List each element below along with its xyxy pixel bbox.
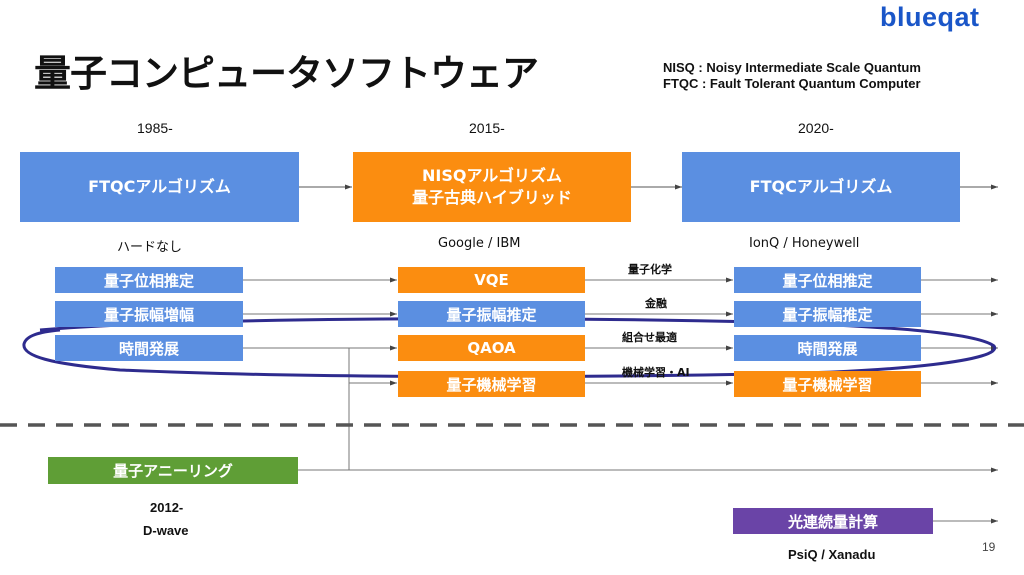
col1-item-amplitude-amplification: 量子振幅増幅 — [55, 301, 243, 327]
app-label-finance: 金融 — [645, 297, 667, 310]
platform-ionq-honeywell: IonQ / Honeywell — [749, 236, 860, 251]
annealing-box: 量子アニーリング — [48, 457, 298, 484]
platform-google-ibm: Google / IBM — [438, 236, 521, 251]
header-nisq-2015: NISQアルゴリズム 量子古典ハイブリッド — [353, 152, 631, 222]
col2-item-qml: 量子機械学習 — [398, 371, 585, 397]
page-title: 量子コンピュータソフトウェア — [34, 52, 539, 95]
app-label-chemistry: 量子化学 — [628, 263, 672, 276]
platform-none: ハードなし — [117, 240, 183, 255]
col3-item-amplitude-estimation: 量子振幅推定 — [734, 301, 921, 327]
header-ftqc-1985: FTQCアルゴリズム — [20, 152, 299, 222]
year-2020: 2020- — [798, 120, 834, 136]
year-2015: 2015- — [469, 120, 505, 136]
photonic-box: 光連続量計算 — [733, 508, 933, 534]
col2-item-amplitude-estimation: 量子振幅推定 — [398, 301, 585, 327]
page-number: 19 — [982, 540, 996, 554]
col2-item-qaoa: QAOA — [398, 335, 585, 361]
year-1985: 1985- — [137, 120, 173, 136]
legend-ftqc: FTQC : Fault Tolerant Quantum Computer — [663, 76, 921, 91]
col1-item-phase-estimation: 量子位相推定 — [55, 267, 243, 293]
brand-logo: blueqat — [880, 2, 980, 32]
annealing-year: 2012- — [150, 500, 184, 515]
photonic-vendor: PsiQ / Xanadu — [788, 547, 876, 562]
legend-nisq: NISQ : Noisy Intermediate Scale Quantum — [663, 60, 921, 75]
col1-item-time-evolution: 時間発展 — [55, 335, 243, 361]
col3-item-time-evolution: 時間発展 — [734, 335, 921, 361]
col3-item-phase-estimation: 量子位相推定 — [734, 267, 921, 293]
col3-item-qml: 量子機械学習 — [734, 371, 921, 397]
annealing-vendor: D-wave — [143, 523, 189, 538]
app-label-ml-ai: 機械学習・AI — [622, 366, 690, 379]
header-ftqc-2020: FTQCアルゴリズム — [682, 152, 960, 222]
col2-item-vqe: VQE — [398, 267, 585, 293]
app-label-optimization: 組合せ最適 — [622, 331, 677, 344]
acronym-legend: NISQ : Noisy Intermediate Scale Quantum … — [663, 60, 921, 92]
